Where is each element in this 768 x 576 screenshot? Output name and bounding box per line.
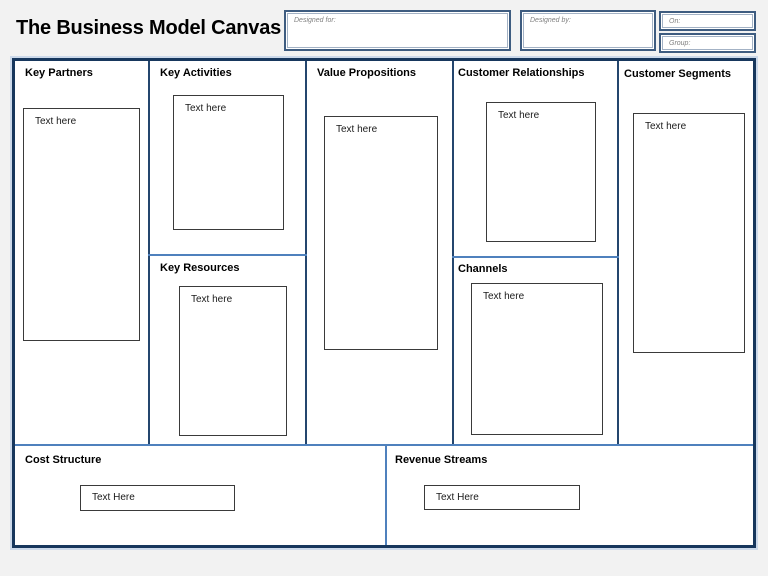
designed-for-label: Designed for: — [294, 17, 336, 24]
customer-segments-textbox[interactable]: Text here — [633, 113, 745, 353]
designed-for-field-inner: Designed for: — [287, 13, 508, 48]
on-field-inner: On: — [662, 14, 753, 28]
cost-structure-textbox[interactable]: Text Here — [80, 485, 235, 511]
group-field[interactable]: Group: — [659, 33, 756, 53]
section-title-customer-segments: Customer Segments — [624, 68, 731, 80]
designed-by-field-inner: Designed by: — [523, 13, 653, 48]
divider-cost-revenue — [385, 446, 387, 545]
group-field-inner: Group: — [662, 36, 753, 50]
on-field[interactable]: On: — [659, 11, 756, 31]
designed-by-field[interactable]: Designed by: — [520, 10, 656, 51]
page-title: The Business Model Canvas — [16, 17, 282, 39]
divider-col-2 — [305, 61, 307, 444]
section-title-revenue-streams: Revenue Streams — [395, 454, 488, 466]
section-title-cost-structure: Cost Structure — [25, 454, 102, 466]
canvas-grid: Key Partners Key Activities Value Propos… — [12, 58, 756, 548]
key-activities-textbox[interactable]: Text here — [173, 95, 284, 230]
designed-for-field[interactable]: Designed for: — [284, 10, 511, 51]
divider-col-4 — [617, 61, 619, 444]
designed-by-label: Designed by: — [530, 17, 571, 24]
divider-bottom-row — [15, 444, 753, 446]
section-title-key-activities: Key Activities — [160, 67, 232, 79]
section-title-customer-relationships: Customer Relationships — [458, 67, 585, 79]
divider-col-1 — [148, 61, 150, 444]
channels-textbox[interactable]: Text here — [471, 283, 603, 435]
divider-relationships-channels — [452, 256, 619, 258]
key-partners-textbox[interactable]: Text here — [23, 108, 140, 341]
divider-col-3 — [452, 61, 454, 444]
value-propositions-textbox[interactable]: Text here — [324, 116, 438, 350]
on-label: On: — [669, 18, 681, 25]
key-resources-textbox[interactable]: Text here — [179, 286, 287, 436]
group-label: Group: — [669, 40, 691, 47]
section-title-key-resources: Key Resources — [160, 262, 240, 274]
section-title-channels: Channels — [458, 263, 508, 275]
section-title-key-partners: Key Partners — [25, 67, 93, 79]
customer-relationships-textbox[interactable]: Text here — [486, 102, 596, 242]
section-title-value-propositions: Value Propositions — [317, 67, 417, 79]
revenue-streams-textbox[interactable]: Text Here — [424, 485, 580, 510]
divider-key-activities-resources — [148, 254, 307, 256]
